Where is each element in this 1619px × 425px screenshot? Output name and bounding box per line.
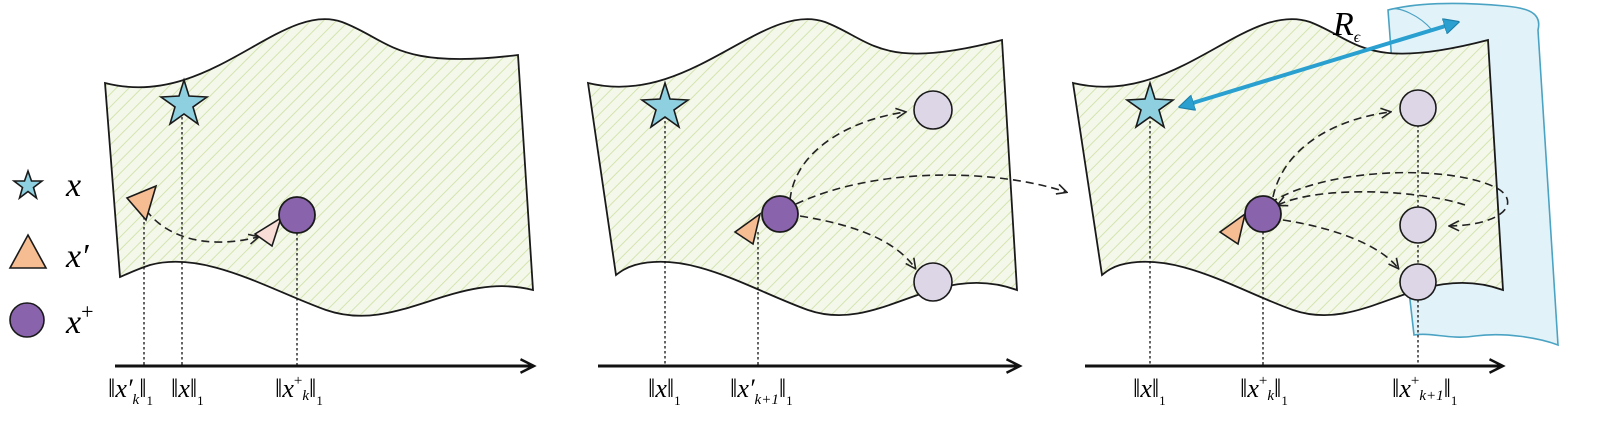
legend-triangle-icon	[8, 233, 48, 269]
legend-circle-icon	[9, 302, 45, 338]
radius-arrow	[1186, 24, 1452, 105]
star-marker	[158, 77, 210, 126]
panel-1: ‖x′k‖1 ‖x‖1 ‖x+k‖1	[104, 18, 534, 408]
legend-star-icon	[11, 168, 45, 201]
circle-marker-faded	[913, 90, 953, 130]
search-path-down	[1282, 219, 1398, 268]
search-path-up	[789, 112, 905, 201]
perturbation-path	[145, 209, 258, 242]
circle-marker	[278, 196, 316, 234]
circle-marker-faded	[1399, 206, 1437, 244]
manifold-2	[586, 18, 1018, 316]
axis-label: ‖x+k+1‖1	[1392, 373, 1457, 408]
circle-marker	[761, 195, 799, 233]
circle-marker-faded	[1399, 89, 1437, 127]
axis-label: ‖x‖1	[1133, 374, 1166, 408]
circle-marker-faded	[1399, 263, 1437, 301]
legend: x x′ x+	[8, 167, 94, 341]
axis-label: ‖x‖1	[171, 374, 204, 408]
legend-circle-sup: +	[81, 299, 93, 324]
search-path-down	[799, 215, 915, 268]
axis-label: ‖x′k‖1	[108, 374, 153, 408]
star-marker	[1124, 80, 1176, 129]
panel-3: Rϵ ‖x‖1 ‖x+k‖1 ‖x+k+1‖1	[1071, 2, 1559, 408]
triangle-marker	[733, 212, 762, 246]
legend-star-label: x	[65, 167, 81, 204]
axis-label: ‖x+k‖1	[1240, 373, 1288, 408]
circle-marker-faded	[913, 262, 953, 302]
projection-back-path	[1269, 171, 1509, 226]
triangle-marker	[1218, 212, 1247, 246]
triangle-marker	[125, 184, 158, 222]
axis-label: ‖x+k‖1	[275, 373, 323, 408]
search-path-out	[795, 174, 1066, 205]
triangle-marker-faded	[253, 216, 283, 248]
circle-marker	[1244, 195, 1282, 233]
region-label: Rϵ	[1332, 6, 1361, 46]
legend-circle-label: x+	[65, 299, 94, 341]
legend-triangle-label: x′	[65, 238, 89, 275]
axis-label: ‖x′k+1‖1	[730, 374, 793, 408]
axis-label: ‖x‖1	[648, 374, 681, 408]
return-path	[1278, 191, 1466, 205]
panel-2: ‖x‖1 ‖x′k+1‖1	[586, 18, 1066, 408]
manifold-3	[1071, 18, 1504, 316]
star-marker	[639, 80, 691, 129]
manifold-1	[104, 18, 534, 317]
search-path-up	[1272, 112, 1390, 198]
